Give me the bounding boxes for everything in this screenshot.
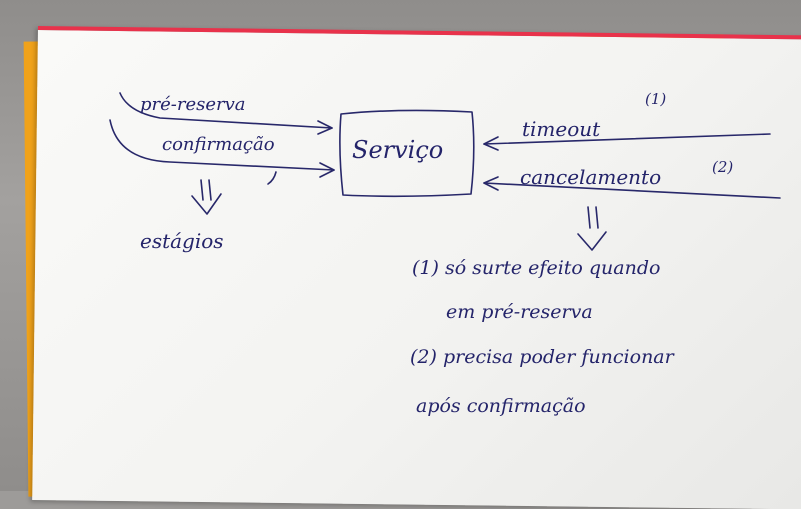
event-line-cancelamento: [483, 182, 781, 199]
input-arrow-confirmacao: [109, 119, 335, 171]
event-marker-timeout: (1): [645, 90, 666, 108]
note-2-line-2: após confirmação: [416, 395, 586, 417]
event-arrow-cancelamento-head: [483, 176, 499, 191]
stages-implies-arrow: [191, 179, 222, 215]
stages-label: estágios: [140, 229, 224, 253]
input-label-pre-reserva: pré-reserva: [140, 94, 246, 115]
note-1-line-2: em pré-reserva: [446, 301, 593, 323]
event-line-timeout: [483, 133, 771, 145]
input-arrow-pre-reserva: [119, 92, 333, 129]
note-2-line-1: (2) precisa poder funcionar: [410, 346, 676, 368]
note-1-line-1: (1) só surte efeito quando: [412, 257, 660, 279]
event-marker-cancelamento: (2): [712, 158, 733, 176]
service-label: Serviço: [352, 136, 443, 164]
input-arrow-pre-reserva-head: [317, 120, 333, 135]
diagram-canvas: Serviço pré-reserva confirmação estágios…: [109, 90, 781, 417]
event-arrow-timeout-head: [483, 136, 499, 151]
service-box: [339, 109, 475, 198]
event-label-cancelamento: cancelamento: [520, 165, 661, 189]
notes-implies-arrow: [577, 206, 607, 251]
input-arrow-confirmacao-head: [319, 162, 335, 178]
event-label-timeout: timeout: [522, 117, 601, 141]
input-label-confirmacao: confirmação: [162, 134, 275, 155]
cedilla-mark: [267, 171, 277, 185]
